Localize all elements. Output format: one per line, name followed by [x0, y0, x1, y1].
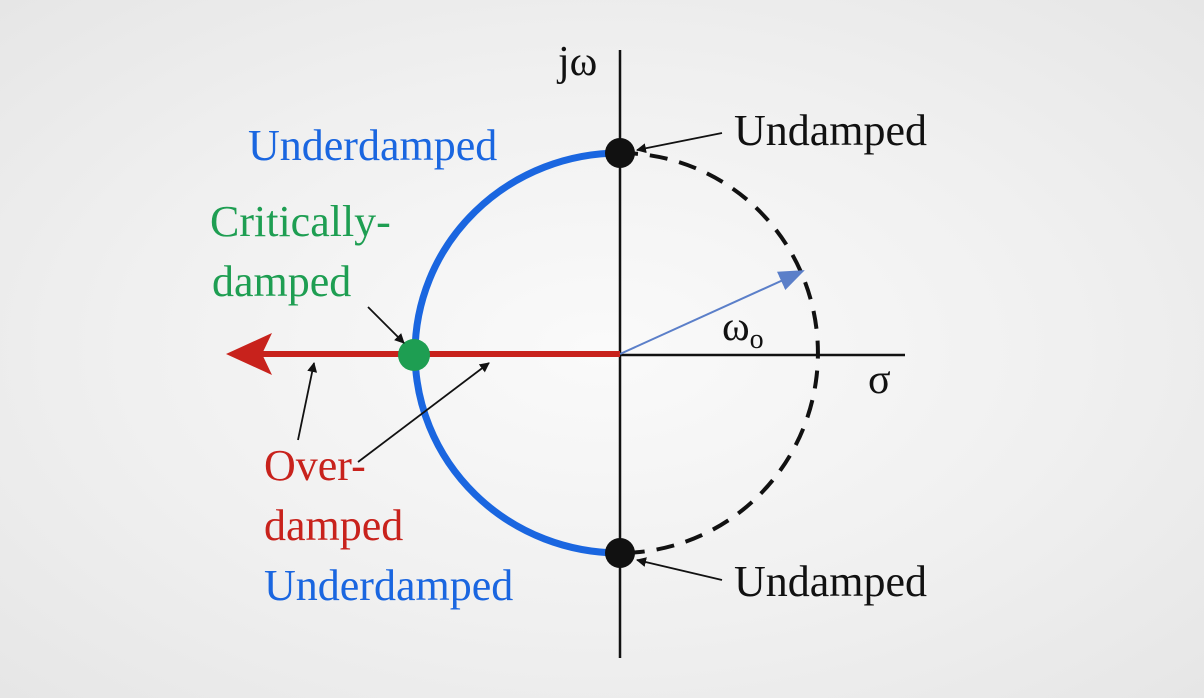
pointer-undamped-top: [636, 132, 723, 154]
undamped-label-top: Undamped: [734, 106, 927, 155]
undamped-pole-top: [605, 138, 635, 168]
undamped-dashed-arc: [619, 151, 820, 555]
pointer-overdamped-right: [357, 362, 490, 463]
undamped-pole-bottom: [605, 538, 635, 568]
critically-damped-label-line1: Critically-: [210, 197, 391, 246]
radius-arrow: [619, 270, 805, 355]
underdamped-label-top: Underdamped: [248, 121, 497, 170]
pointer-undamped-bottom: [636, 557, 723, 581]
overdamped-label-line1: Over-: [264, 441, 366, 490]
overdamped-label-line2: damped: [264, 501, 403, 550]
critically-damped-label-line2: damped: [212, 257, 351, 306]
critically-damped-pole: [398, 339, 430, 371]
real-axis-label: σ: [868, 357, 891, 403]
imaginary-axis-label: jω: [556, 39, 597, 85]
underdamped-label-bottom: Underdamped: [264, 561, 513, 610]
overdamped-arrowhead: [226, 333, 272, 375]
pointer-critically-damped: [367, 306, 405, 344]
pointer-overdamped-left: [297, 362, 318, 441]
radius-label: ωo: [722, 304, 764, 355]
undamped-label-bottom: Undamped: [734, 557, 927, 606]
